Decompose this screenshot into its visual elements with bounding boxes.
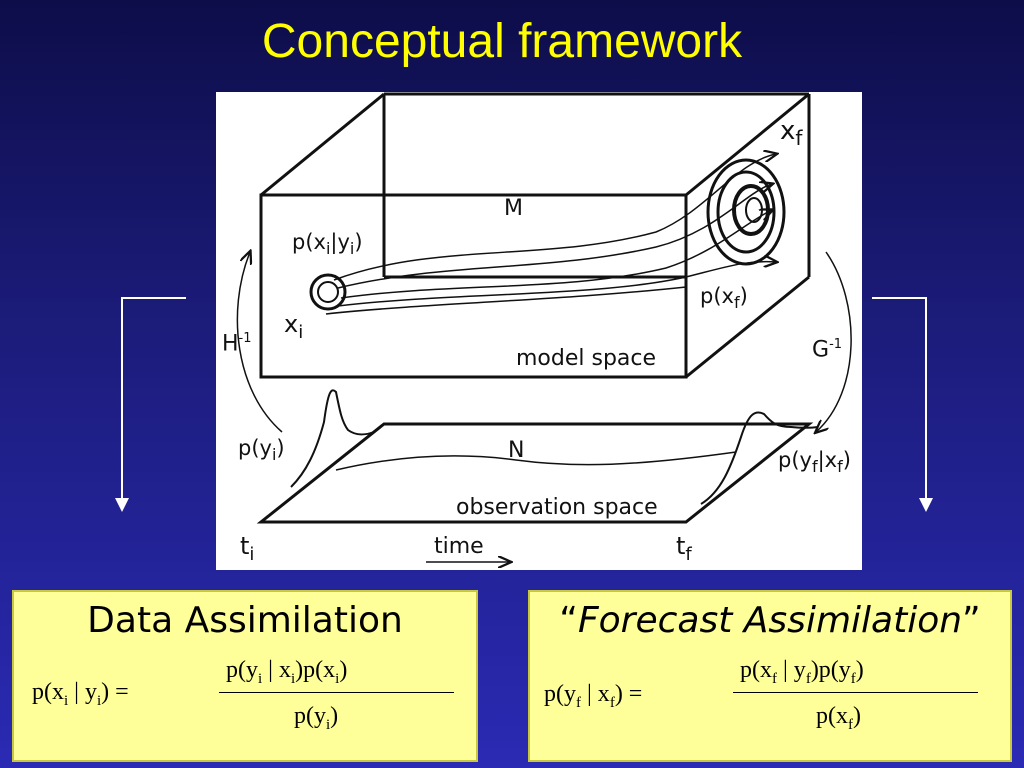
label-time: time — [434, 534, 484, 559]
framework-figure: xf M p(xi|yi) xi H-1 p(xf) G-1 model spa… — [216, 92, 862, 570]
label-xi: xi — [284, 310, 304, 343]
fa-lhs: p(yf | xf) = — [544, 681, 643, 711]
label-xf: xf — [780, 116, 803, 151]
label-g-inverse: G-1 — [812, 337, 843, 363]
xf-distribution-rings — [706, 158, 786, 266]
fa-denominator: p(xf) — [816, 703, 861, 733]
n-curve — [335, 451, 737, 471]
label-model-space: model space — [516, 346, 657, 371]
left-bracket-arrow — [121, 297, 186, 500]
fa-numerator: p(xf | yf)p(yf) — [740, 657, 864, 687]
da-lhs: p(xi | yi) = — [32, 679, 129, 709]
right-arrow-head — [919, 498, 933, 512]
pyi-curve — [290, 389, 375, 488]
label-p-yi: p(yi) — [238, 436, 285, 465]
label-h-inverse: H-1 — [222, 331, 252, 357]
label-m: M — [504, 196, 523, 221]
xi-distribution-rings — [309, 273, 347, 311]
fa-fraction-bar — [733, 692, 978, 693]
g-inverse-arrow — [816, 251, 852, 432]
da-numerator: p(yi | xi)p(xi) — [226, 657, 348, 687]
h-inverse-arrow — [236, 252, 283, 433]
right-bracket-arrow — [872, 297, 927, 500]
label-tf: tf — [676, 532, 692, 565]
framework-diagram — [236, 92, 852, 570]
model-space-box — [259, 92, 811, 379]
pyf-curve — [700, 411, 819, 505]
forecast-assimilation-box: “Forecast Assimilation” p(yf | xf) = p(x… — [528, 590, 1012, 762]
label-ti: ti — [240, 532, 255, 565]
label-n: N — [508, 438, 525, 463]
data-assimilation-box: Data Assimilation p(xi | yi) = p(yi | xi… — [12, 590, 478, 762]
label-p-xi-yi: p(xi|yi) — [292, 230, 363, 259]
da-denominator: p(yi) — [294, 703, 339, 733]
slide-title: Conceptual framework — [261, 15, 743, 68]
data-assimilation-title: Data Assimilation — [87, 600, 403, 641]
observation-space-plane — [256, 422, 814, 524]
forecast-assimilation-title: “Forecast Assimilation” — [559, 600, 981, 641]
label-p-xf: p(xf) — [700, 284, 748, 313]
left-arrow-head — [115, 498, 129, 512]
label-observation-space: observation space — [456, 495, 658, 520]
da-fraction-bar — [219, 692, 454, 693]
label-p-yf-xf: p(yf|xf) — [778, 448, 851, 477]
